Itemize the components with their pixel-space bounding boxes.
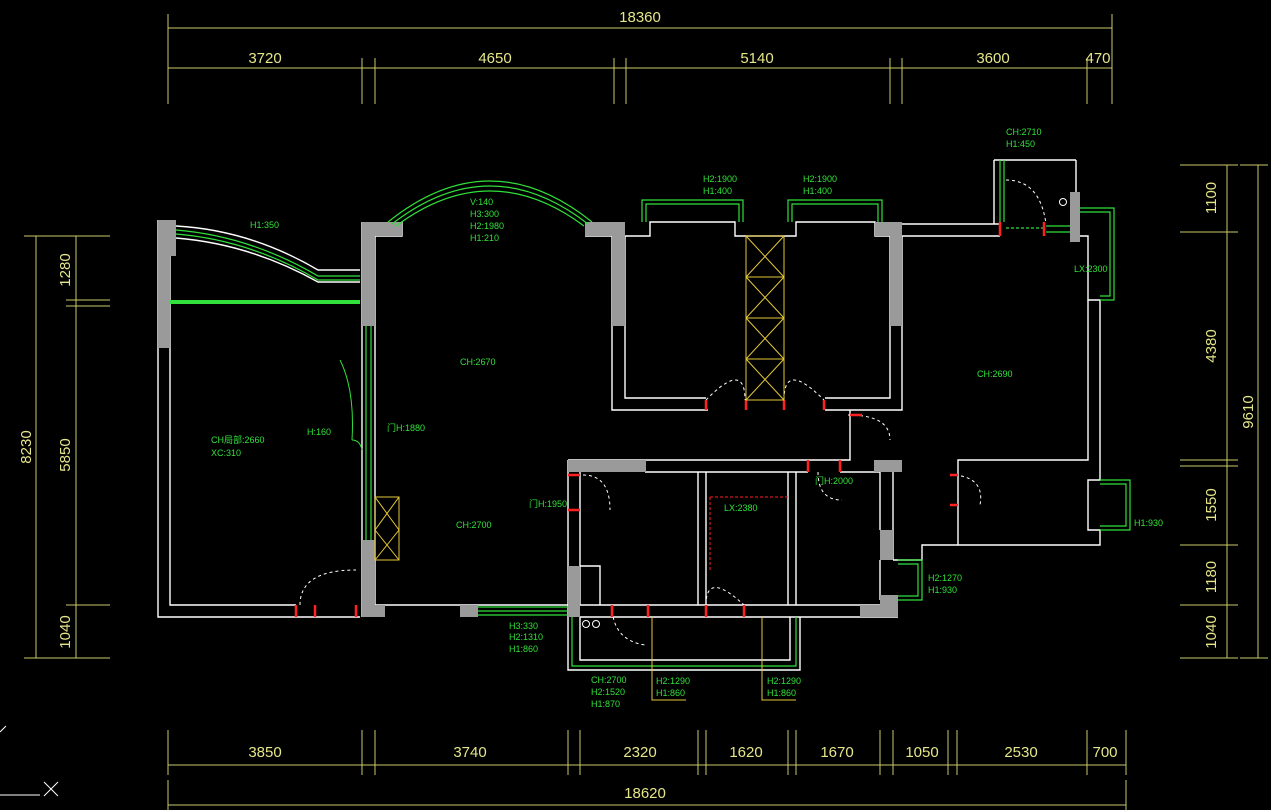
top-total-dim: 18360 <box>619 9 661 26</box>
label-xc310: XC:310 <box>211 448 241 458</box>
right-dim-4: 1180 <box>1203 561 1220 593</box>
label-w3-h1: H1:860 <box>656 688 685 698</box>
left-dim-2: 5850 <box>57 438 74 471</box>
left-dim-3: 1040 <box>57 615 74 648</box>
ucs-icon <box>0 725 59 797</box>
label-ch2670: CH:2670 <box>460 357 496 367</box>
left-dimension-chain: 8230 1280 5850 1040 <box>18 235 110 659</box>
label-h350: H1:350 <box>250 220 279 230</box>
leader-lines <box>651 617 796 701</box>
windows <box>170 160 1131 667</box>
right-dim-3: 1550 <box>1203 488 1220 521</box>
right-dim-2: 4380 <box>1203 329 1220 362</box>
bottom-dim-4: 1620 <box>729 744 762 761</box>
columns <box>158 192 1080 617</box>
label-door-h1950: 门H:1950 <box>529 498 567 509</box>
label-balc-h3: H3:330 <box>509 621 538 631</box>
label-h2-1270: H2:1270 <box>928 573 962 583</box>
sink-fixture <box>582 198 1067 628</box>
bottom-dim-8: 700 <box>1092 744 1117 761</box>
cabinet <box>374 496 400 561</box>
label-door-h2000: 门H:2000 <box>815 475 853 486</box>
top-dim-1: 3720 <box>248 50 281 67</box>
top-dim-3: 5140 <box>740 50 773 67</box>
label-bay-h1: H1:210 <box>470 233 499 243</box>
bottom-dim-3: 2320 <box>623 744 656 761</box>
label-bay-h2: H2:1980 <box>470 221 504 231</box>
label-lx2380: LX:2380 <box>724 503 758 513</box>
label-h160: H:160 <box>307 427 331 437</box>
label-door-h1880: 门H:1880 <box>387 422 425 433</box>
right-total-dim: 9610 <box>1240 395 1257 428</box>
left-dim-1: 1280 <box>57 253 74 286</box>
bottom-dim-5: 1670 <box>820 744 853 761</box>
label-ch-partial: CH局部:2660 <box>211 434 265 445</box>
walls <box>157 159 1101 671</box>
bottom-dim-1: 3850 <box>248 744 281 761</box>
room-annotations: H1:350 V:140 H3:300 H2:1980 H1:210 H2:19… <box>211 127 1163 709</box>
label-ch2710: CH:2710 <box>1006 127 1042 137</box>
label-win1-h1: H1:400 <box>703 186 732 196</box>
bottom-total-dim: 18620 <box>624 785 666 802</box>
label-ch2700: CH:2700 <box>456 520 492 530</box>
label-h930-right: H1:930 <box>1134 518 1163 528</box>
top-dim-5: 470 <box>1085 50 1110 67</box>
label-h450: H1:450 <box>1006 139 1035 149</box>
label-bath-h1: H1:870 <box>591 699 620 709</box>
right-dimension-chain: 1100 4380 1550 1180 1040 9610 <box>1180 164 1268 659</box>
label-win2-h1: H1:400 <box>803 186 832 196</box>
bottom-dim-7: 2530 <box>1004 744 1037 761</box>
label-bath-ch: CH:2700 <box>591 675 627 685</box>
label-balc-h2: H2:1310 <box>509 632 543 642</box>
left-total-dim: 8230 <box>18 430 35 463</box>
label-bay-h3: H3:300 <box>470 209 499 219</box>
label-win1-h2: H2:1900 <box>703 174 737 184</box>
label-lx2300: LX:2300 <box>1074 264 1108 274</box>
label-h1-930: H1:930 <box>928 585 957 595</box>
label-w4-h1: H1:860 <box>767 688 796 698</box>
right-dim-5: 1040 <box>1203 615 1220 648</box>
door-jamb-markers <box>294 222 1046 617</box>
right-dim-1: 1100 <box>1203 182 1220 214</box>
label-w4-h2: H2:1290 <box>767 676 801 686</box>
top-dim-2: 4650 <box>478 50 511 67</box>
label-balc-h1: H1:860 <box>509 644 538 654</box>
label-win2-h2: H2:1900 <box>803 174 837 184</box>
bottom-dimension-chain: 3850 3740 2320 1620 1670 1050 2530 700 1… <box>167 730 1127 810</box>
label-w3-h2: H2:1290 <box>656 676 690 686</box>
bottom-dim-6: 1050 <box>905 744 938 761</box>
label-ch2690: CH:2690 <box>977 369 1013 379</box>
top-dimension-chain: 18360 3720 4650 5140 3600 470 <box>167 9 1113 104</box>
label-bay-v: V:140 <box>470 197 493 207</box>
top-dim-4: 3600 <box>976 50 1009 67</box>
wardrobe <box>745 235 785 401</box>
label-bath-h2: H2:1520 <box>591 687 625 697</box>
bottom-dim-2: 3740 <box>453 744 486 761</box>
kitchen-outline <box>709 496 788 570</box>
